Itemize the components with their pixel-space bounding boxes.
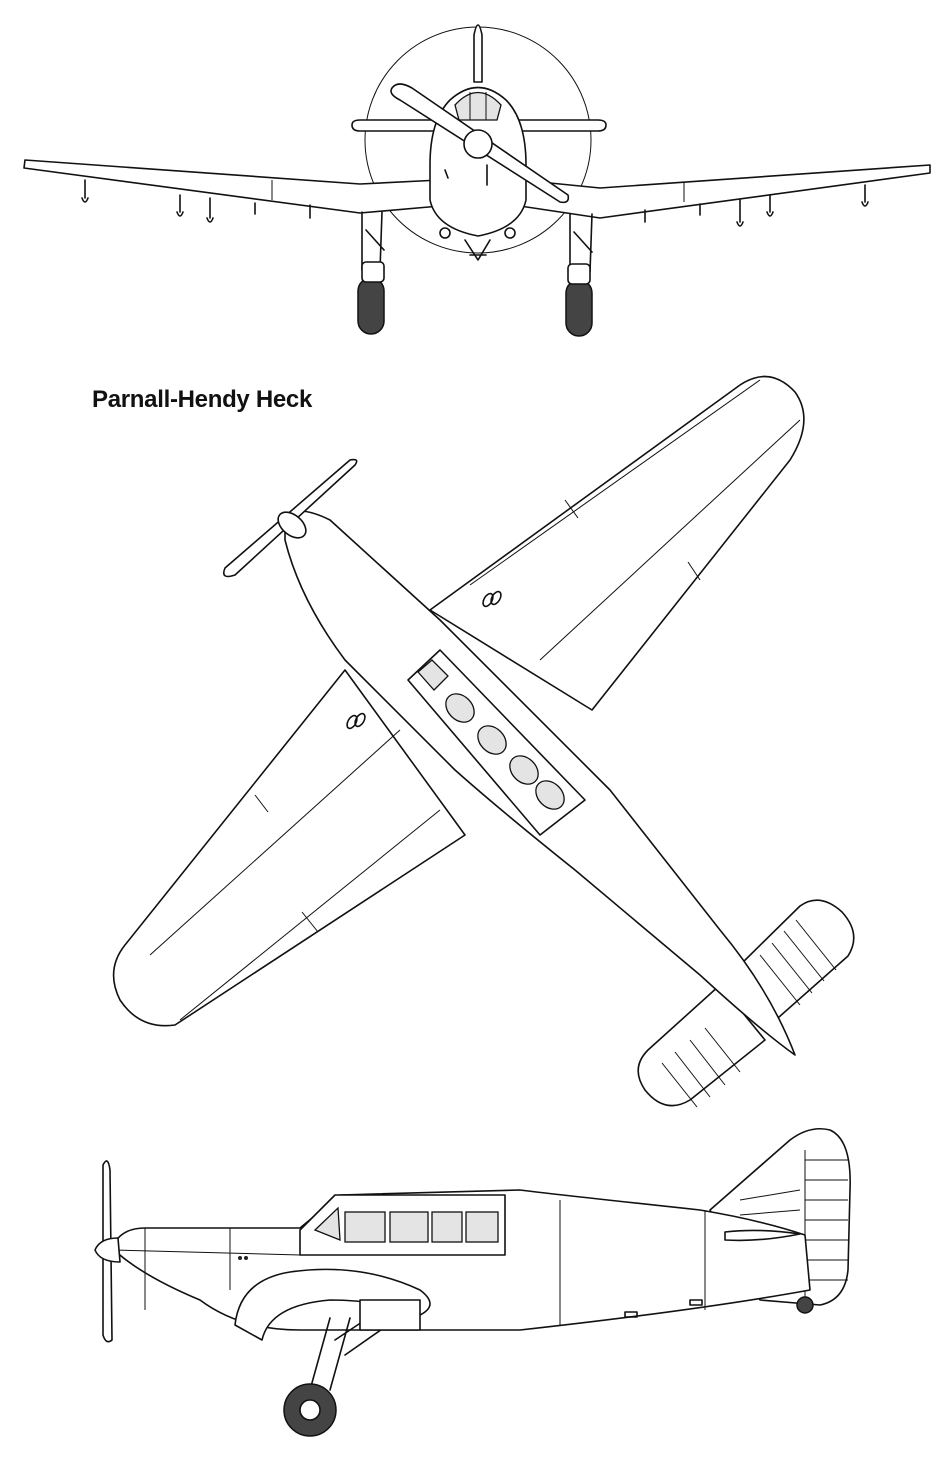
- side-canopy-panels: [313, 1206, 499, 1243]
- drawing-title: Parnall-Hendy Heck: [92, 386, 313, 413]
- front-right-landing-gear: [565, 213, 593, 337]
- side-tailplane: [724, 1229, 801, 1242]
- plan-left-tailplane: [637, 984, 766, 1107]
- front-fin: [473, 24, 483, 83]
- front-right-wing: [519, 164, 931, 219]
- front-underwing-pods: [81, 179, 869, 227]
- plan-left-wing: [112, 669, 466, 1027]
- front-left-wheel: [357, 277, 385, 335]
- side-tail-wheel: [796, 1296, 814, 1314]
- front-view: [23, 24, 931, 337]
- front-right-wheel: [565, 279, 593, 337]
- side-landing-gear: [283, 1299, 421, 1437]
- plan-right-wing: [429, 375, 805, 711]
- plan-elevator-ribs: [661, 919, 837, 1108]
- front-left-landing-gear: [357, 211, 385, 335]
- side-panel-lines: [111, 1200, 706, 1325]
- side-view: [94, 1127, 851, 1437]
- front-left-wing: [23, 159, 441, 214]
- front-canopy: [454, 91, 502, 121]
- plan-wing-panel-lines: [149, 379, 801, 1021]
- side-wing-root: [234, 1268, 431, 1341]
- front-spinner: [463, 129, 493, 159]
- side-spinner: [94, 1237, 121, 1263]
- plan-canopy-panels: [417, 659, 565, 810]
- plan-view: [112, 375, 855, 1108]
- plan-spinner: [277, 511, 307, 539]
